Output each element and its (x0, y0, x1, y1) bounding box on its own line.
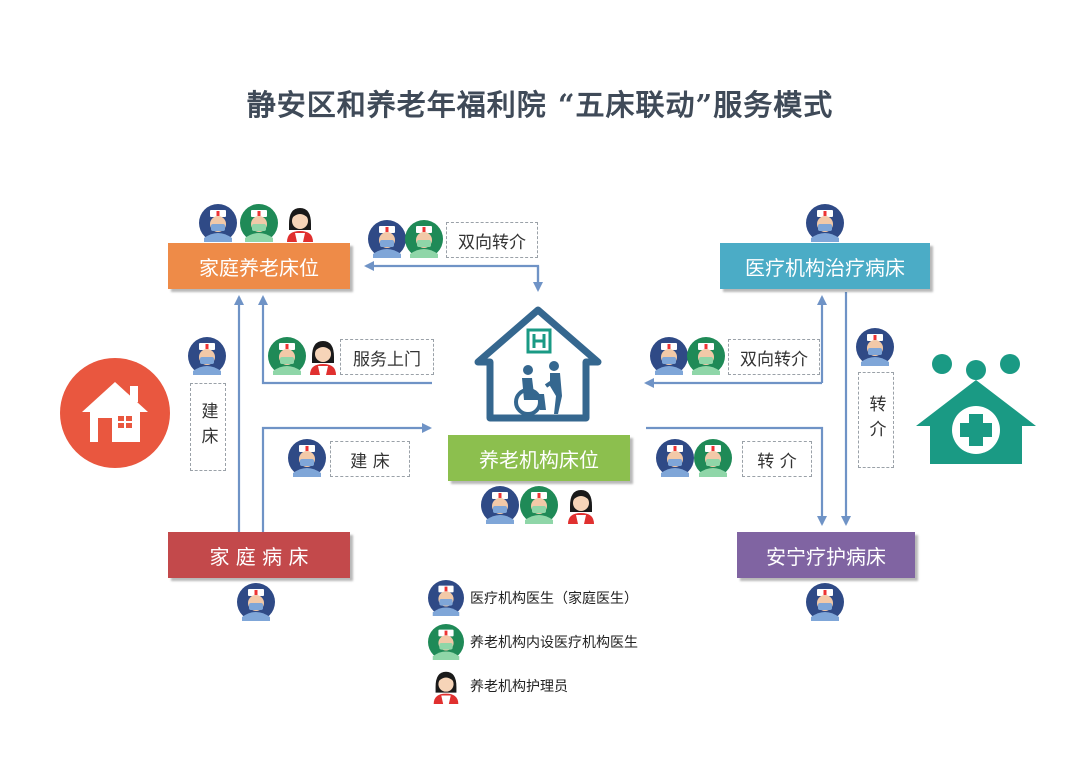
doctor-blue-icon (428, 580, 464, 616)
home-sickbed-box: 家 庭 病 床 (168, 532, 350, 578)
doctor-blue-icon (856, 328, 894, 366)
doctor-green-icon (405, 220, 443, 258)
legend-item: 养老机构内设医疗机构医生 (428, 620, 728, 664)
caregiver-icon (310, 341, 336, 375)
build-bed-vertical-label: 建床 (190, 383, 226, 471)
doctor-green-icon (268, 337, 306, 375)
referral-right-label: 转 介 (742, 441, 812, 477)
home-icon (60, 358, 170, 468)
doctor-blue-icon (288, 439, 326, 477)
doctor-blue-icon (481, 486, 519, 524)
legend-label: 医疗机构医生（家庭医生） (470, 591, 638, 607)
doctor-green-icon (694, 439, 732, 477)
referral-vertical-label: 转介 (858, 372, 894, 468)
caregiver-icon (287, 208, 313, 242)
caregiver-icon (568, 490, 594, 524)
doctor-green-icon (687, 337, 725, 375)
medical-treatment-bed-box: 医疗机构治疗病床 (720, 243, 930, 289)
build-bed-horizontal-label: 建 床 (330, 441, 410, 477)
doctor-green-icon (240, 204, 278, 242)
doctor-green-icon (520, 486, 558, 524)
caregiver-icon (433, 671, 459, 704)
doctor-blue-icon (237, 583, 275, 621)
doctor-blue-icon (199, 204, 237, 242)
elder-institution-house-icon (474, 306, 602, 422)
doctor-blue-icon (656, 439, 694, 477)
legend-item: 医疗机构医生（家庭医生） (428, 576, 728, 620)
service-visit-label: 服务上门 (340, 339, 434, 375)
doctor-blue-icon (650, 337, 688, 375)
doctor-blue-icon (188, 337, 226, 375)
home-elder-care-bed-box: 家庭养老床位 (168, 243, 350, 289)
legend: 医疗机构医生（家庭医生） 养老机构内设医疗机构医生 养老机构护理员 (428, 576, 728, 708)
doctor-blue-icon (806, 583, 844, 621)
legend-label: 养老机构护理员 (470, 679, 568, 695)
doctor-blue-icon (368, 220, 406, 258)
page-title: 静安区和养老年福利院 “五床联动”服务模式 (246, 88, 834, 122)
two-way-referral-right-label: 双向转介 (728, 339, 820, 375)
doctor-blue-icon (806, 204, 844, 242)
legend-item: 养老机构护理员 (428, 664, 728, 708)
hospital-icon (916, 354, 1036, 464)
two-way-referral-top-label: 双向转介 (446, 222, 538, 258)
doctor-green-icon (428, 624, 464, 660)
legend-label: 养老机构内设医疗机构医生 (470, 635, 638, 651)
elder-institution-bed-box: 养老机构床位 (448, 435, 630, 481)
hospice-care-bed-box: 安宁疗护病床 (737, 532, 915, 578)
